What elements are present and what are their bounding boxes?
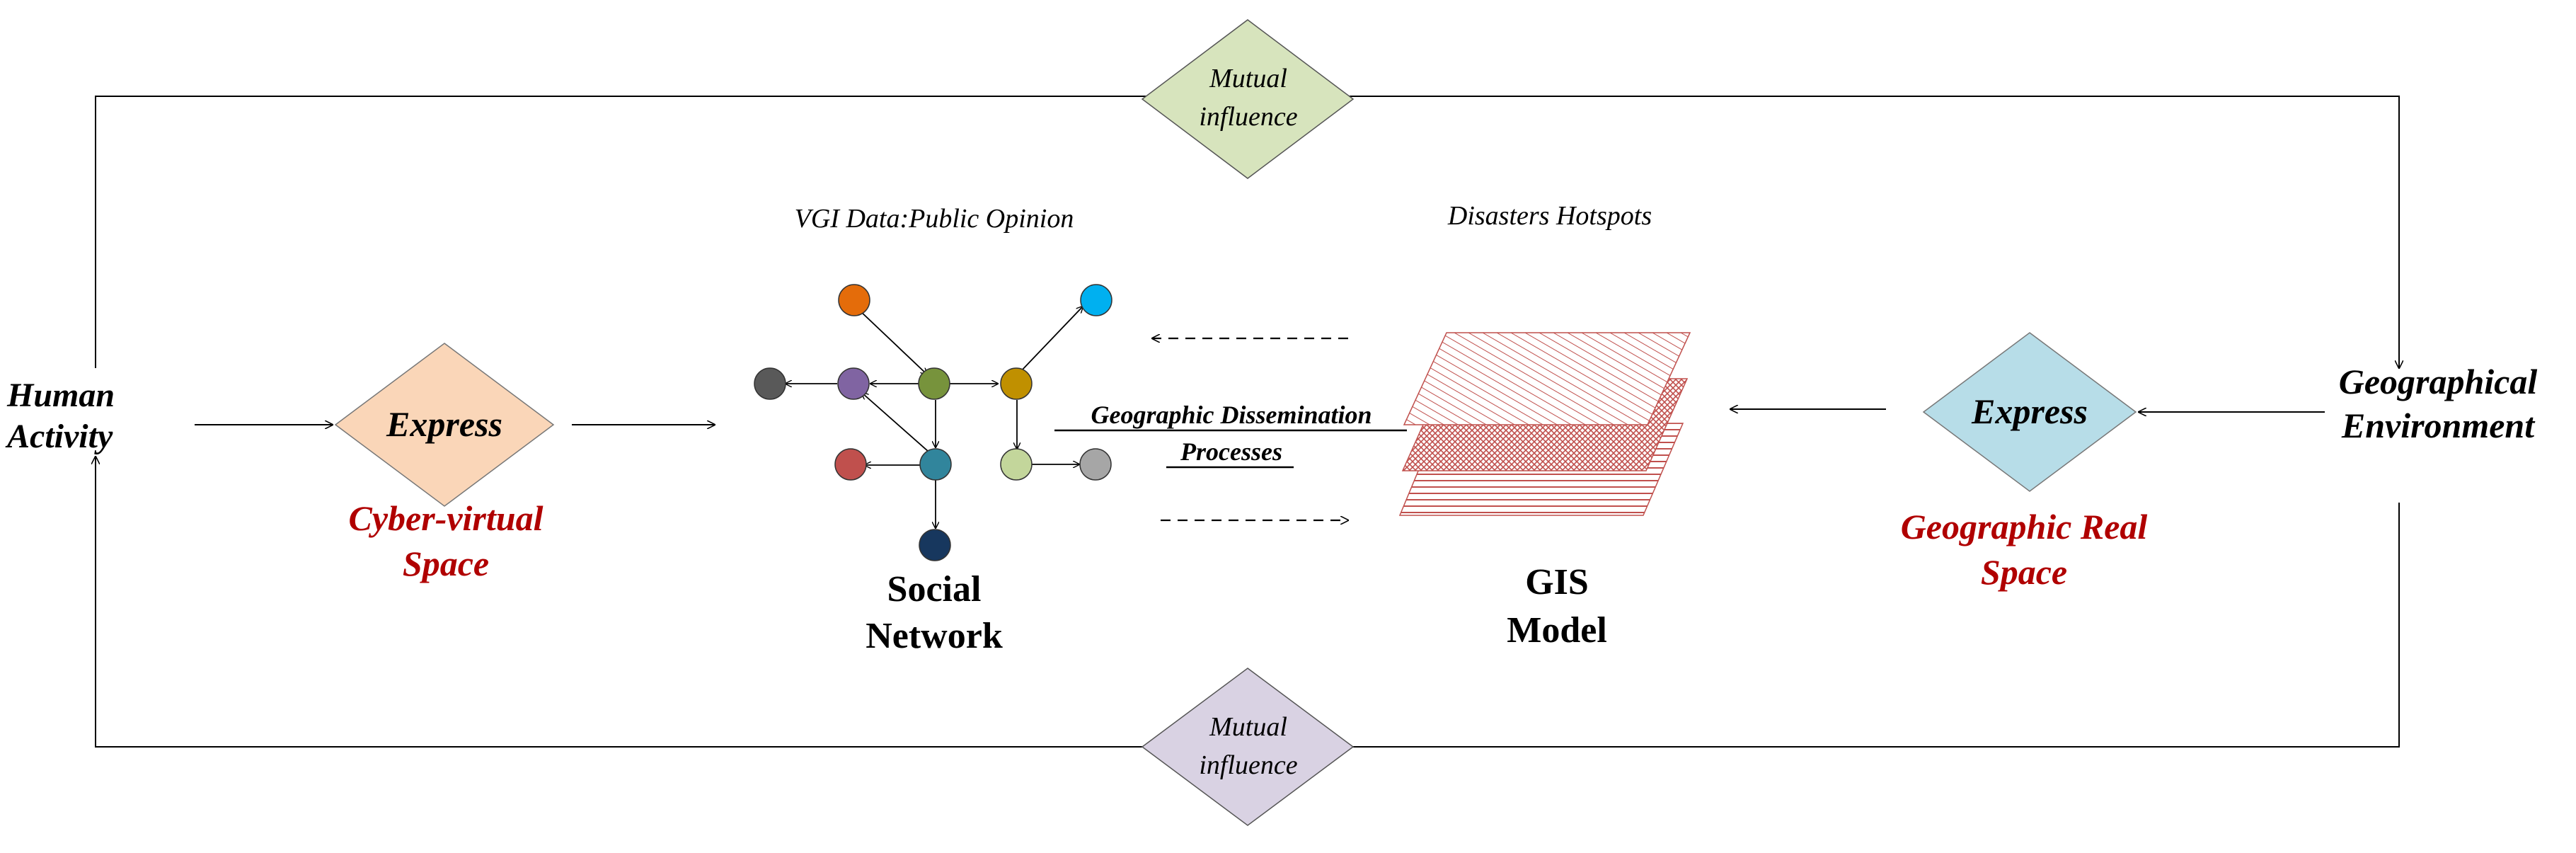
- social-network-label-line1: Social: [887, 569, 982, 609]
- network-node-dark-gray: [754, 367, 786, 400]
- vgi-data-label: VGI Data:Public Opinion: [794, 204, 1074, 234]
- network-node-teal: [919, 448, 952, 481]
- network-node-green: [918, 367, 950, 400]
- cyber-virtual-space-label: Cyber-virtual Space: [348, 498, 544, 583]
- dissemination-label-line1: Geographic Dissemination: [1091, 401, 1372, 429]
- express-left-label: Express: [386, 404, 502, 444]
- human-activity-label: Human Activity: [7, 377, 115, 455]
- network-nodes: [754, 284, 1112, 561]
- express-right-diamond: [1922, 332, 2137, 492]
- disasters-hotspots-label: Disasters Hotspots: [1447, 201, 1652, 231]
- gis-model-label-line2: Model: [1507, 610, 1607, 651]
- network-node-light-gray: [1079, 448, 1112, 481]
- dissemination-label-line2: Processes: [1180, 437, 1282, 466]
- network-edges: [786, 307, 1083, 528]
- network-node-red: [834, 448, 867, 481]
- network-node-cyan: [1080, 284, 1112, 316]
- express-left-diamond: [334, 343, 555, 507]
- mutual-influence-bottom-diamond: [1141, 668, 1355, 826]
- geographical-environment-label: Geographical Environment: [2338, 362, 2538, 445]
- mutual-influence-top-label: Mutual influence: [1199, 64, 1298, 132]
- mutual-influence-bottom-label: Mutual influence: [1199, 712, 1298, 780]
- network-node-light-green: [1000, 448, 1033, 481]
- social-network-label-line2: Network: [866, 616, 1003, 656]
- network-node-gold: [1000, 367, 1033, 400]
- express-right-label: Express: [1972, 391, 2088, 431]
- mutual-influence-top-diamond: [1141, 19, 1355, 179]
- geographic-real-space-label: Geographic Real Space: [1900, 507, 2148, 592]
- network-node-orange: [838, 284, 870, 316]
- gis-layer-top-hatch: [1404, 333, 1690, 425]
- gis-layers: [1398, 332, 1691, 516]
- gis-model-label-line1: GIS: [1525, 562, 1589, 602]
- network-node-purple: [837, 367, 870, 400]
- network-node-navy: [919, 529, 951, 561]
